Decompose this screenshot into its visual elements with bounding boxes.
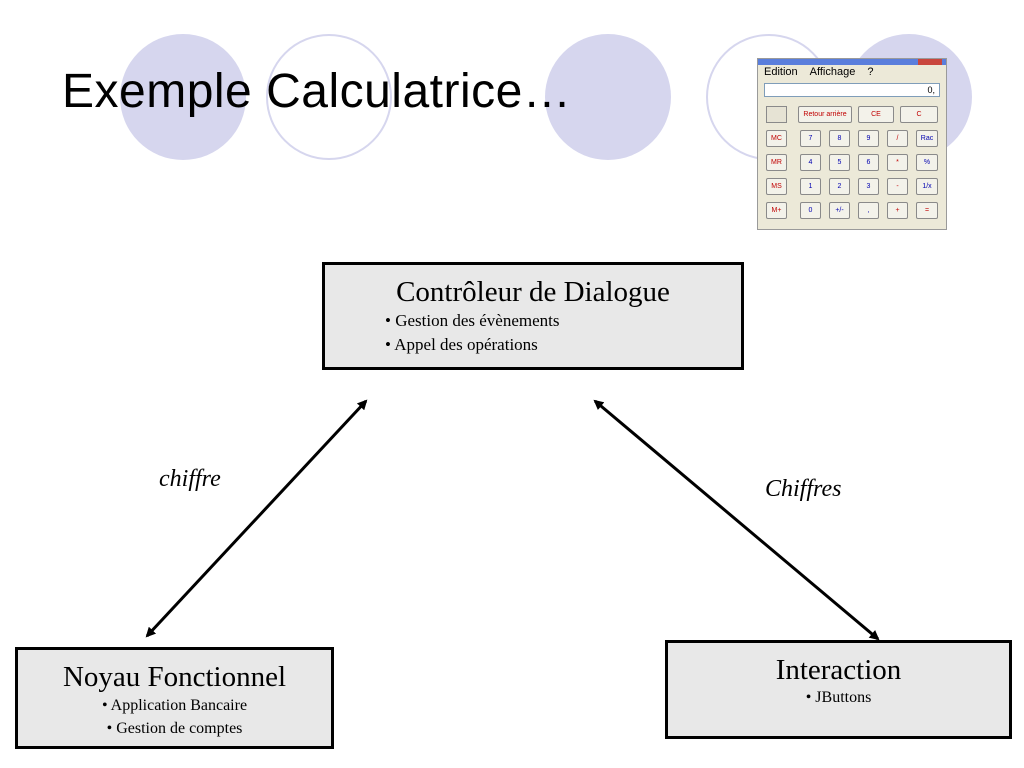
menu-affichage[interactable]: Affichage [809, 66, 856, 78]
memory-add-button[interactable]: M+ [766, 201, 787, 219]
key-decimal[interactable]: , [858, 201, 879, 219]
calculator-display: 0, [764, 83, 940, 97]
memory-indicator [766, 105, 787, 123]
memory-store-button[interactable]: MS [766, 177, 787, 195]
controller-title: Contrôleur de Dialogue [396, 276, 670, 308]
key-sqrt[interactable]: Rac [916, 129, 938, 147]
key-5[interactable]: 5 [829, 153, 850, 171]
key-4[interactable]: 4 [800, 153, 821, 171]
interaction-item: • JButtons [805, 689, 872, 706]
key-reciprocal[interactable]: 1/x [916, 177, 938, 195]
key-7[interactable]: 7 [800, 129, 821, 147]
core-box: Noyau Fonctionnel • Application Bancaire… [15, 647, 334, 749]
memory-recall-button[interactable]: MR [766, 153, 787, 171]
slide-title: Exemple Calculatrice… [62, 65, 572, 118]
key-6[interactable]: 6 [858, 153, 879, 171]
key-equals[interactable]: = [916, 201, 938, 219]
calculator-menu-bar: Edition Affichage ? [758, 65, 946, 81]
key-percent[interactable]: % [916, 153, 938, 171]
key-3[interactable]: 3 [858, 177, 879, 195]
core-item: • Application Bancaire [101, 697, 248, 714]
key-plus[interactable]: + [887, 201, 908, 219]
key-divide[interactable]: / [887, 129, 908, 147]
controller-item: • Gestion des évènements [385, 311, 560, 330]
arrow-controller-interaction [593, 399, 880, 641]
clear-entry-button[interactable]: CE [858, 105, 894, 123]
core-item: • Gestion de comptes [106, 720, 243, 737]
calculator-titlebar [758, 59, 946, 65]
decor-circle [120, 34, 246, 160]
key-0[interactable]: 0 [800, 201, 821, 219]
decor-circle [545, 34, 671, 160]
menu-edition[interactable]: Edition [764, 66, 798, 78]
menu-help[interactable]: ? [867, 66, 874, 78]
backspace-button[interactable]: Retour arrière [798, 105, 852, 123]
controller-item: • Appel des opérations [385, 335, 538, 354]
arrow-controller-core [145, 399, 368, 638]
calculator-window: Edition Affichage ? 0, Retour arrière CE… [757, 58, 947, 230]
key-8[interactable]: 8 [829, 129, 850, 147]
key-1[interactable]: 1 [800, 177, 821, 195]
controller-box: Contrôleur de Dialogue • Gestion des évè… [322, 262, 744, 370]
memory-clear-button[interactable]: MC [766, 129, 787, 147]
key-2[interactable]: 2 [829, 177, 850, 195]
interaction-title: Interaction [775, 654, 902, 686]
decor-ring [266, 34, 392, 160]
edge-label-right: Chiffres [765, 476, 842, 502]
key-multiply[interactable]: * [887, 153, 908, 171]
close-icon[interactable] [918, 59, 942, 65]
interaction-box: Interaction • JButtons [665, 640, 1012, 739]
key-sign[interactable]: +/- [829, 201, 850, 219]
edge-label-left: chiffre [159, 466, 221, 492]
clear-button[interactable]: C [900, 105, 938, 123]
key-minus[interactable]: - [887, 177, 908, 195]
core-title: Noyau Fonctionnel [62, 661, 287, 693]
key-9[interactable]: 9 [858, 129, 879, 147]
